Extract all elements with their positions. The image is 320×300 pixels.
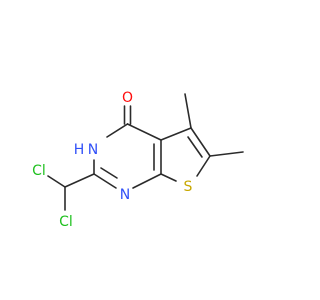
- atom-ring-nitrogen: N: [120, 187, 130, 203]
- molecule-structure-diagram: O H N N S Cl Cl: [32, 90, 244, 230]
- bond-c5-c6-b: [187, 136, 203, 158]
- atom-oxygen: O: [122, 90, 133, 106]
- bond-c4-n3: [106, 123, 129, 138]
- atom-nh-hydrogen: H: [74, 142, 85, 158]
- bond-c2-n1-a: [93, 173, 117, 189]
- bond-c5-methyl: [184, 93, 192, 129]
- bond-c6-methyl: [209, 151, 244, 157]
- atom-nh-nitrogen: N: [88, 142, 98, 158]
- atom-chlorine-bottom: Cl: [59, 214, 73, 230]
- bond-c4a-c4: [126, 123, 162, 141]
- atom-label-layer: O H N N S Cl Cl: [32, 90, 192, 230]
- atom-chlorine-top: Cl: [32, 163, 46, 179]
- bond-c4a-c5: [160, 127, 192, 141]
- bond-c2-n1-b: [100, 167, 118, 179]
- bond-c-cl-top: [47, 175, 66, 188]
- bond-c5-c6-a: [190, 127, 211, 157]
- bond-c6-s: [196, 155, 211, 177]
- bond-layer: [47, 93, 244, 211]
- bond-s-c7a: [160, 173, 177, 182]
- bond-n1-c7a: [132, 173, 162, 189]
- atom-sulfur: S: [184, 179, 193, 195]
- bond-c2-chcl2: [64, 173, 95, 188]
